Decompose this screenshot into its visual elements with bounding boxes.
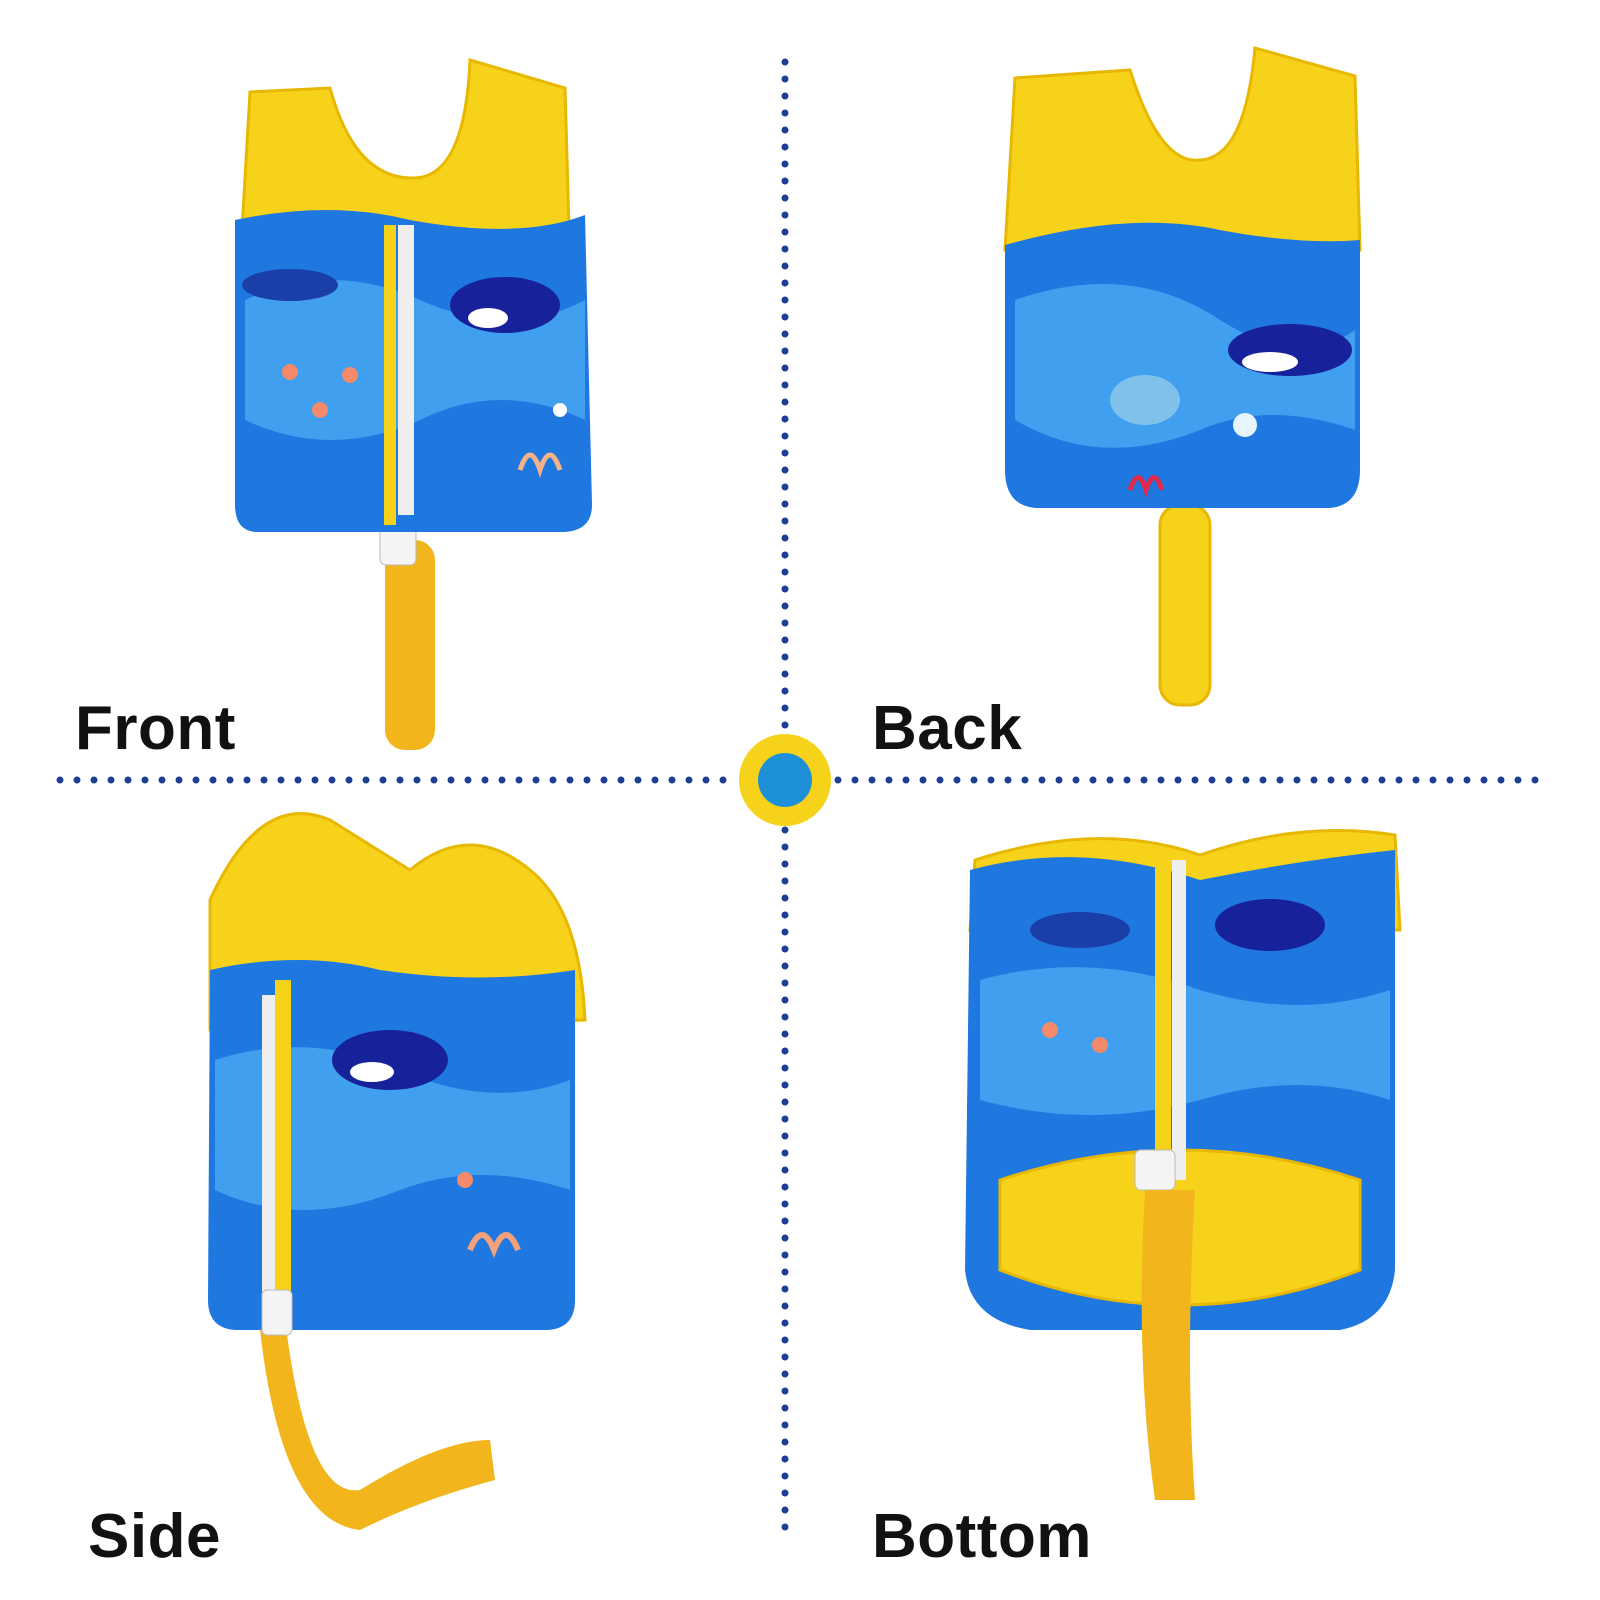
view-front: Front xyxy=(0,0,800,800)
view-back: Back xyxy=(800,0,1600,800)
view-label-front: Front xyxy=(75,694,236,763)
front-vest-image xyxy=(235,58,592,750)
side-vest-image xyxy=(208,812,587,1530)
view-label-back: Back xyxy=(872,694,1023,763)
view-label-bottom: Bottom xyxy=(872,1502,1092,1571)
view-side: Side xyxy=(0,800,800,1600)
view-bottom: Bottom xyxy=(800,800,1600,1600)
bottom-vest-image xyxy=(965,829,1402,1500)
back-vest-image xyxy=(1003,46,1362,707)
view-label-side: Side xyxy=(88,1502,221,1571)
